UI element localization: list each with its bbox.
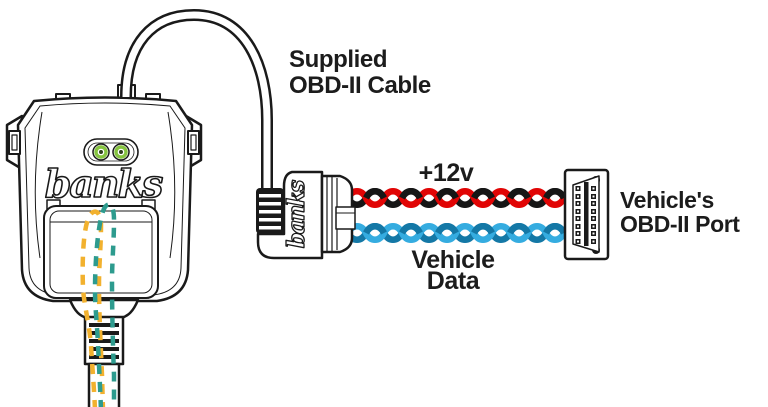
led-left-center [99, 150, 103, 154]
harness-wire-teal [92, 202, 117, 407]
module-brand-logo: banks [45, 161, 163, 206]
supplied-cable [120, 8, 273, 200]
module-bottom-taper [68, 298, 140, 320]
led-right-center [119, 150, 123, 154]
module-seam-right [167, 111, 176, 259]
vehicle-data-label: Vehicle Data [393, 246, 513, 295]
led-left-ring [94, 145, 108, 159]
obd-plug: banks [256, 170, 356, 260]
supplied-cable-label-line2: OBD-II Cable [289, 72, 431, 99]
supplied-cable-label-line1: Supplied [289, 46, 388, 73]
wire-blue-dark-weave [345, 223, 567, 243]
port-pins [575, 186, 596, 244]
module-seam-left [34, 111, 43, 259]
vehicle-data-label-line1: Vehicle [411, 246, 495, 274]
plug-head-latch [335, 206, 356, 230]
plug-brand-logo: banks [283, 180, 310, 249]
module-left-ear-slot-inner [11, 134, 18, 151]
vehicle-data-label-line2: Data [426, 267, 480, 295]
vehicle-port-label-line2: OBD-II Port [620, 211, 740, 237]
supplied-cable-label: Supplied OBD-II Cable [289, 47, 431, 99]
harness-wire-gold [80, 209, 106, 407]
wire-black-weave [345, 188, 567, 208]
plug-strain-relief-ribs [259, 194, 281, 230]
module-body-inner-line [24, 102, 186, 296]
module-right-ear-slot-inner [190, 134, 197, 151]
banks-module: banks [5, 84, 203, 407]
strain-relief-ribs [89, 323, 119, 359]
plug-body [256, 170, 324, 260]
vehicle-port-label: Vehicle's OBD-II Port [620, 188, 740, 236]
vehicle-obd-port [563, 168, 610, 261]
led-right-ring [114, 145, 128, 159]
twisted-pairs [345, 188, 567, 243]
cable-core [122, 11, 271, 200]
power-label: +12v [418, 159, 474, 187]
port-center-bar [584, 182, 589, 246]
vehicle-port-label-line1: Vehicle's [620, 187, 714, 213]
